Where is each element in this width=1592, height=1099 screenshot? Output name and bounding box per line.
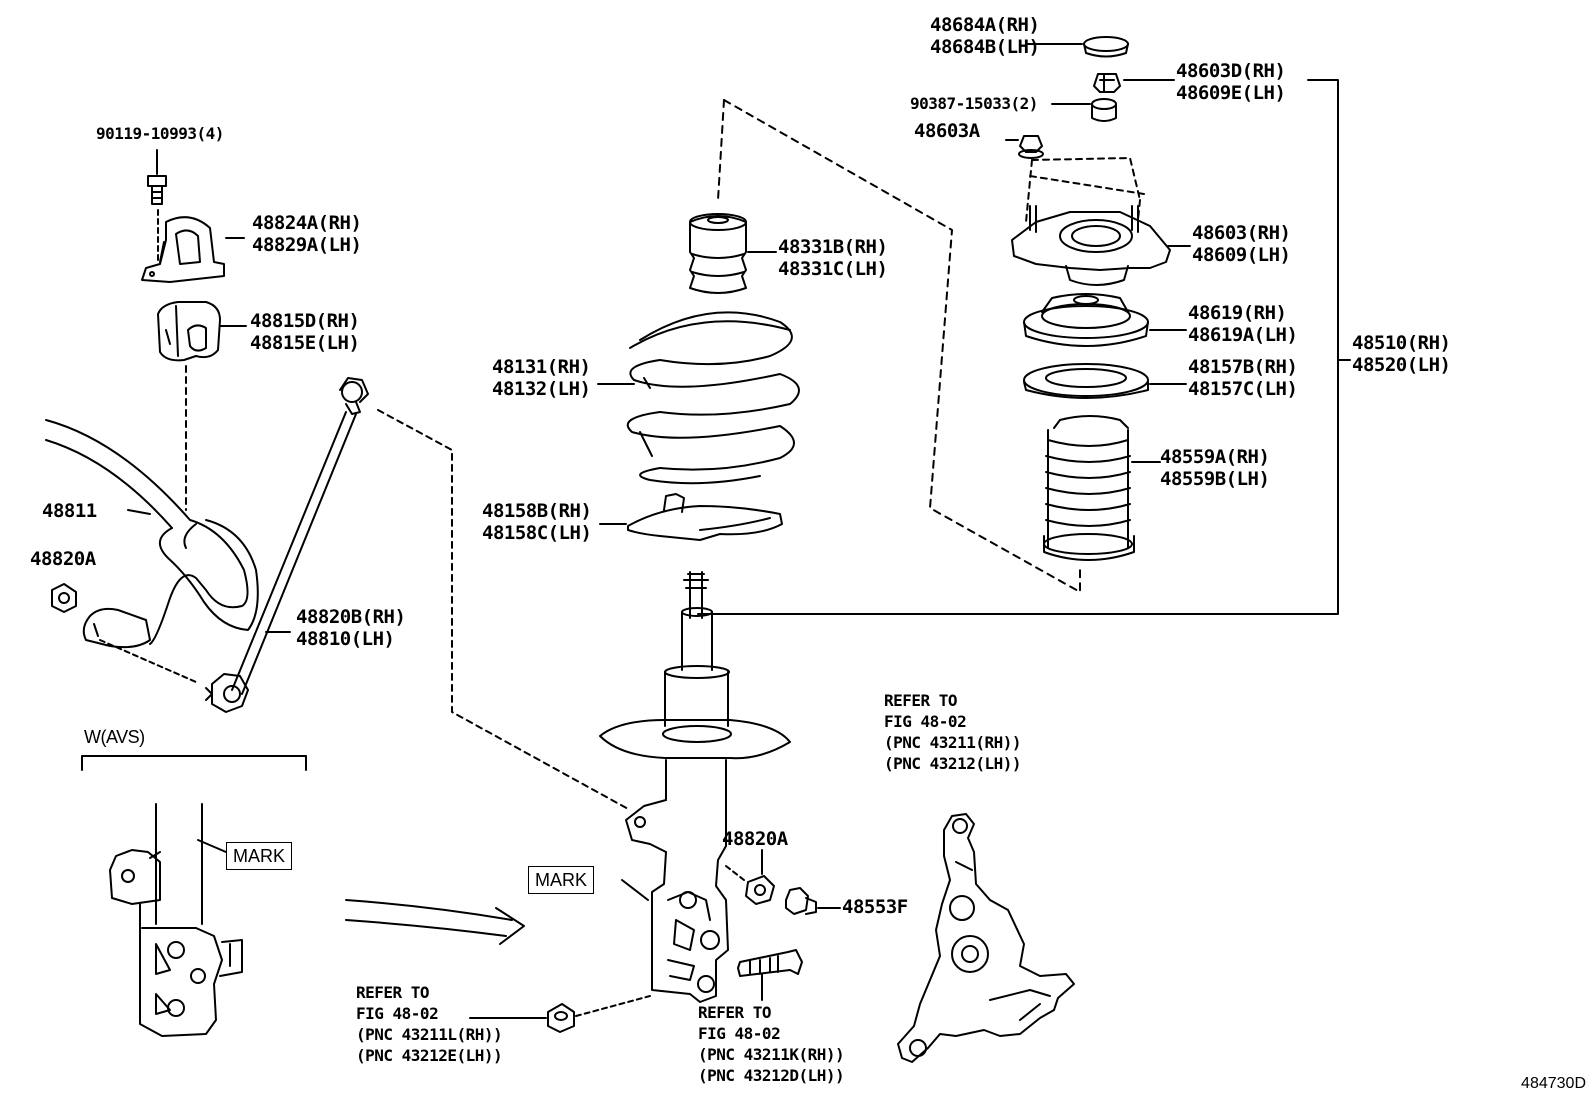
ref-bolt-line1: REFER TO [698,1003,772,1022]
assembly-dashed-outline [717,99,1081,593]
label-48820B-rh: 48820B(RH) [296,606,406,628]
label-48331-rh: 48331B(RH) [778,236,888,258]
label-48820B: 48820B(RH) 48810(LH) [296,606,406,650]
label-48820A-mid: 48820A [722,828,788,850]
label-48157-lh: 48157C(LH) [1188,378,1298,400]
label-48331: 48331B(RH) 48331C(LH) [778,236,888,280]
bolt-48553F-part [785,887,817,915]
label-48158-lh: 48158C(LH) [482,522,592,544]
assembly-bracket-48510 [697,79,1339,615]
link-dashed-guide [377,409,631,811]
ref-nut-line1: REFER TO [356,983,430,1002]
label-48603D-lh: 48609E(LH) [1176,82,1286,104]
label-48619: 48619(RH) 48619A(LH) [1188,302,1298,346]
label-48510-rh: 48510(RH) [1352,332,1451,354]
nut-48820A-left-part [51,583,77,613]
ref-nut-line2: FIG 48-02 [356,1004,439,1023]
ref-knuckle-line1: REFER TO [884,691,958,710]
label-48603-lh: 48609(LH) [1192,244,1291,266]
label-48824-lh: 48829A(LH) [252,234,362,256]
label-48603D: 48603D(RH) 48609E(LH) [1176,60,1286,104]
dust-boot-48559-part [1043,415,1135,561]
ref-knuckle-line3: (PNC 43211(RH)) [884,733,1022,752]
label-48510-lh: 48520(LH) [1352,354,1451,376]
label-48131-lh: 48132(LH) [492,378,591,400]
label-90387: 90387-15033(2) [910,94,1038,113]
label-48820B-lh: 48810(LH) [296,628,395,650]
bearing-48619-part [1023,293,1149,347]
label-48619-rh: 48619(RH) [1188,302,1287,324]
label-48603-rh: 48603(RH) [1192,222,1291,244]
bolt-strut-lower-part [737,949,803,977]
label-48684-lh: 48684B(LH) [930,36,1040,58]
stabilizer-bar-48811-part [45,419,259,645]
coil-spring-48131-part [626,311,800,485]
stabilizer-bracket-48824-part [141,216,225,283]
wavs-strut-variant-part [109,803,243,1037]
label-48824: 48824A(RH) 48829A(LH) [252,212,362,256]
label-90119: 90119-10993(4) [96,124,224,143]
mark-box-wavs: MARK [226,842,293,870]
label-wavs: W(AVS) [84,727,145,747]
ref-knuckle-line4: (PNC 43212(LH)) [884,754,1022,773]
label-48684: 48684A(RH) 48684B(LH) [930,14,1040,58]
ref-note-bolt: REFER TO FIG 48-02 (PNC 43211K(RH)) (PNC… [698,1002,845,1086]
figure-id: 484730D [1521,1075,1586,1092]
mark-box-strut: MARK [528,866,595,894]
label-48815-lh: 48815E(LH) [250,332,360,354]
collar-part [1091,98,1117,122]
label-48811: 48811 [42,500,97,522]
nut-48603A-part [1018,135,1044,159]
label-48559: 48559A(RH) 48559B(LH) [1160,446,1270,490]
label-48510: 48510(RH) 48520(LH) [1352,332,1451,376]
ref-note-nut: REFER TO FIG 48-02 (PNC 43211L(RH)) (PNC… [356,982,503,1066]
ref-nut-line3: (PNC 43211L(RH)) [356,1025,503,1044]
label-48815: 48815D(RH) 48815E(LH) [250,310,360,354]
label-48815-rh: 48815D(RH) [250,310,360,332]
spring-seat-48157-part [1023,363,1149,399]
label-48553F: 48553F [842,896,908,918]
label-48158-rh: 48158B(RH) [482,500,592,522]
lower-spring-seat-48158-part [627,493,783,541]
bushing-48815-part [157,301,221,362]
label-48331-lh: 48331C(LH) [778,258,888,280]
steering-knuckle-part [897,813,1075,1063]
label-48158: 48158B(RH) 48158C(LH) [482,500,592,544]
label-48131-rh: 48131(RH) [492,356,591,378]
label-48619-lh: 48619A(LH) [1188,324,1298,346]
label-48603A: 48603A [914,120,980,142]
stabilizer-link-48820B-part [205,377,369,713]
ref-bolt-line2: FIG 48-02 [698,1024,781,1043]
nut-lower-part [547,1003,575,1033]
upper-mount-part [1011,205,1171,286]
ref-knuckle-line2: FIG 48-02 [884,712,967,731]
label-48559-rh: 48559A(RH) [1160,446,1270,468]
ref-bolt-line4: (PNC 43212D(LH)) [698,1066,845,1085]
label-48824-rh: 48824A(RH) [252,212,362,234]
label-48603: 48603(RH) 48609(LH) [1192,222,1291,266]
lock-nut-part [1093,73,1121,93]
label-48603D-rh: 48603D(RH) [1176,60,1286,82]
wavs-bracket [81,755,307,771]
label-48559-lh: 48559B(LH) [1160,468,1270,490]
dust-cap-part [1083,36,1129,58]
ref-note-knuckle: REFER TO FIG 48-02 (PNC 43211(RH)) (PNC … [884,690,1022,774]
label-48820A-left: 48820A [30,548,96,570]
label-48157-rh: 48157B(RH) [1188,356,1298,378]
label-48684-rh: 48684A(RH) [930,14,1040,36]
label-48157: 48157B(RH) 48157C(LH) [1188,356,1298,400]
ref-nut-line4: (PNC 43212E(LH)) [356,1046,503,1065]
strut-assembly-part [599,571,791,1003]
label-48131: 48131(RH) 48132(LH) [492,356,591,400]
bolt-90119-part [147,149,167,205]
stabilizer-end-part [82,607,151,649]
nut-48820A-mid-part [745,875,775,905]
bump-stop-48331-part [689,213,747,294]
ref-bolt-line3: (PNC 43211K(RH)) [698,1045,845,1064]
